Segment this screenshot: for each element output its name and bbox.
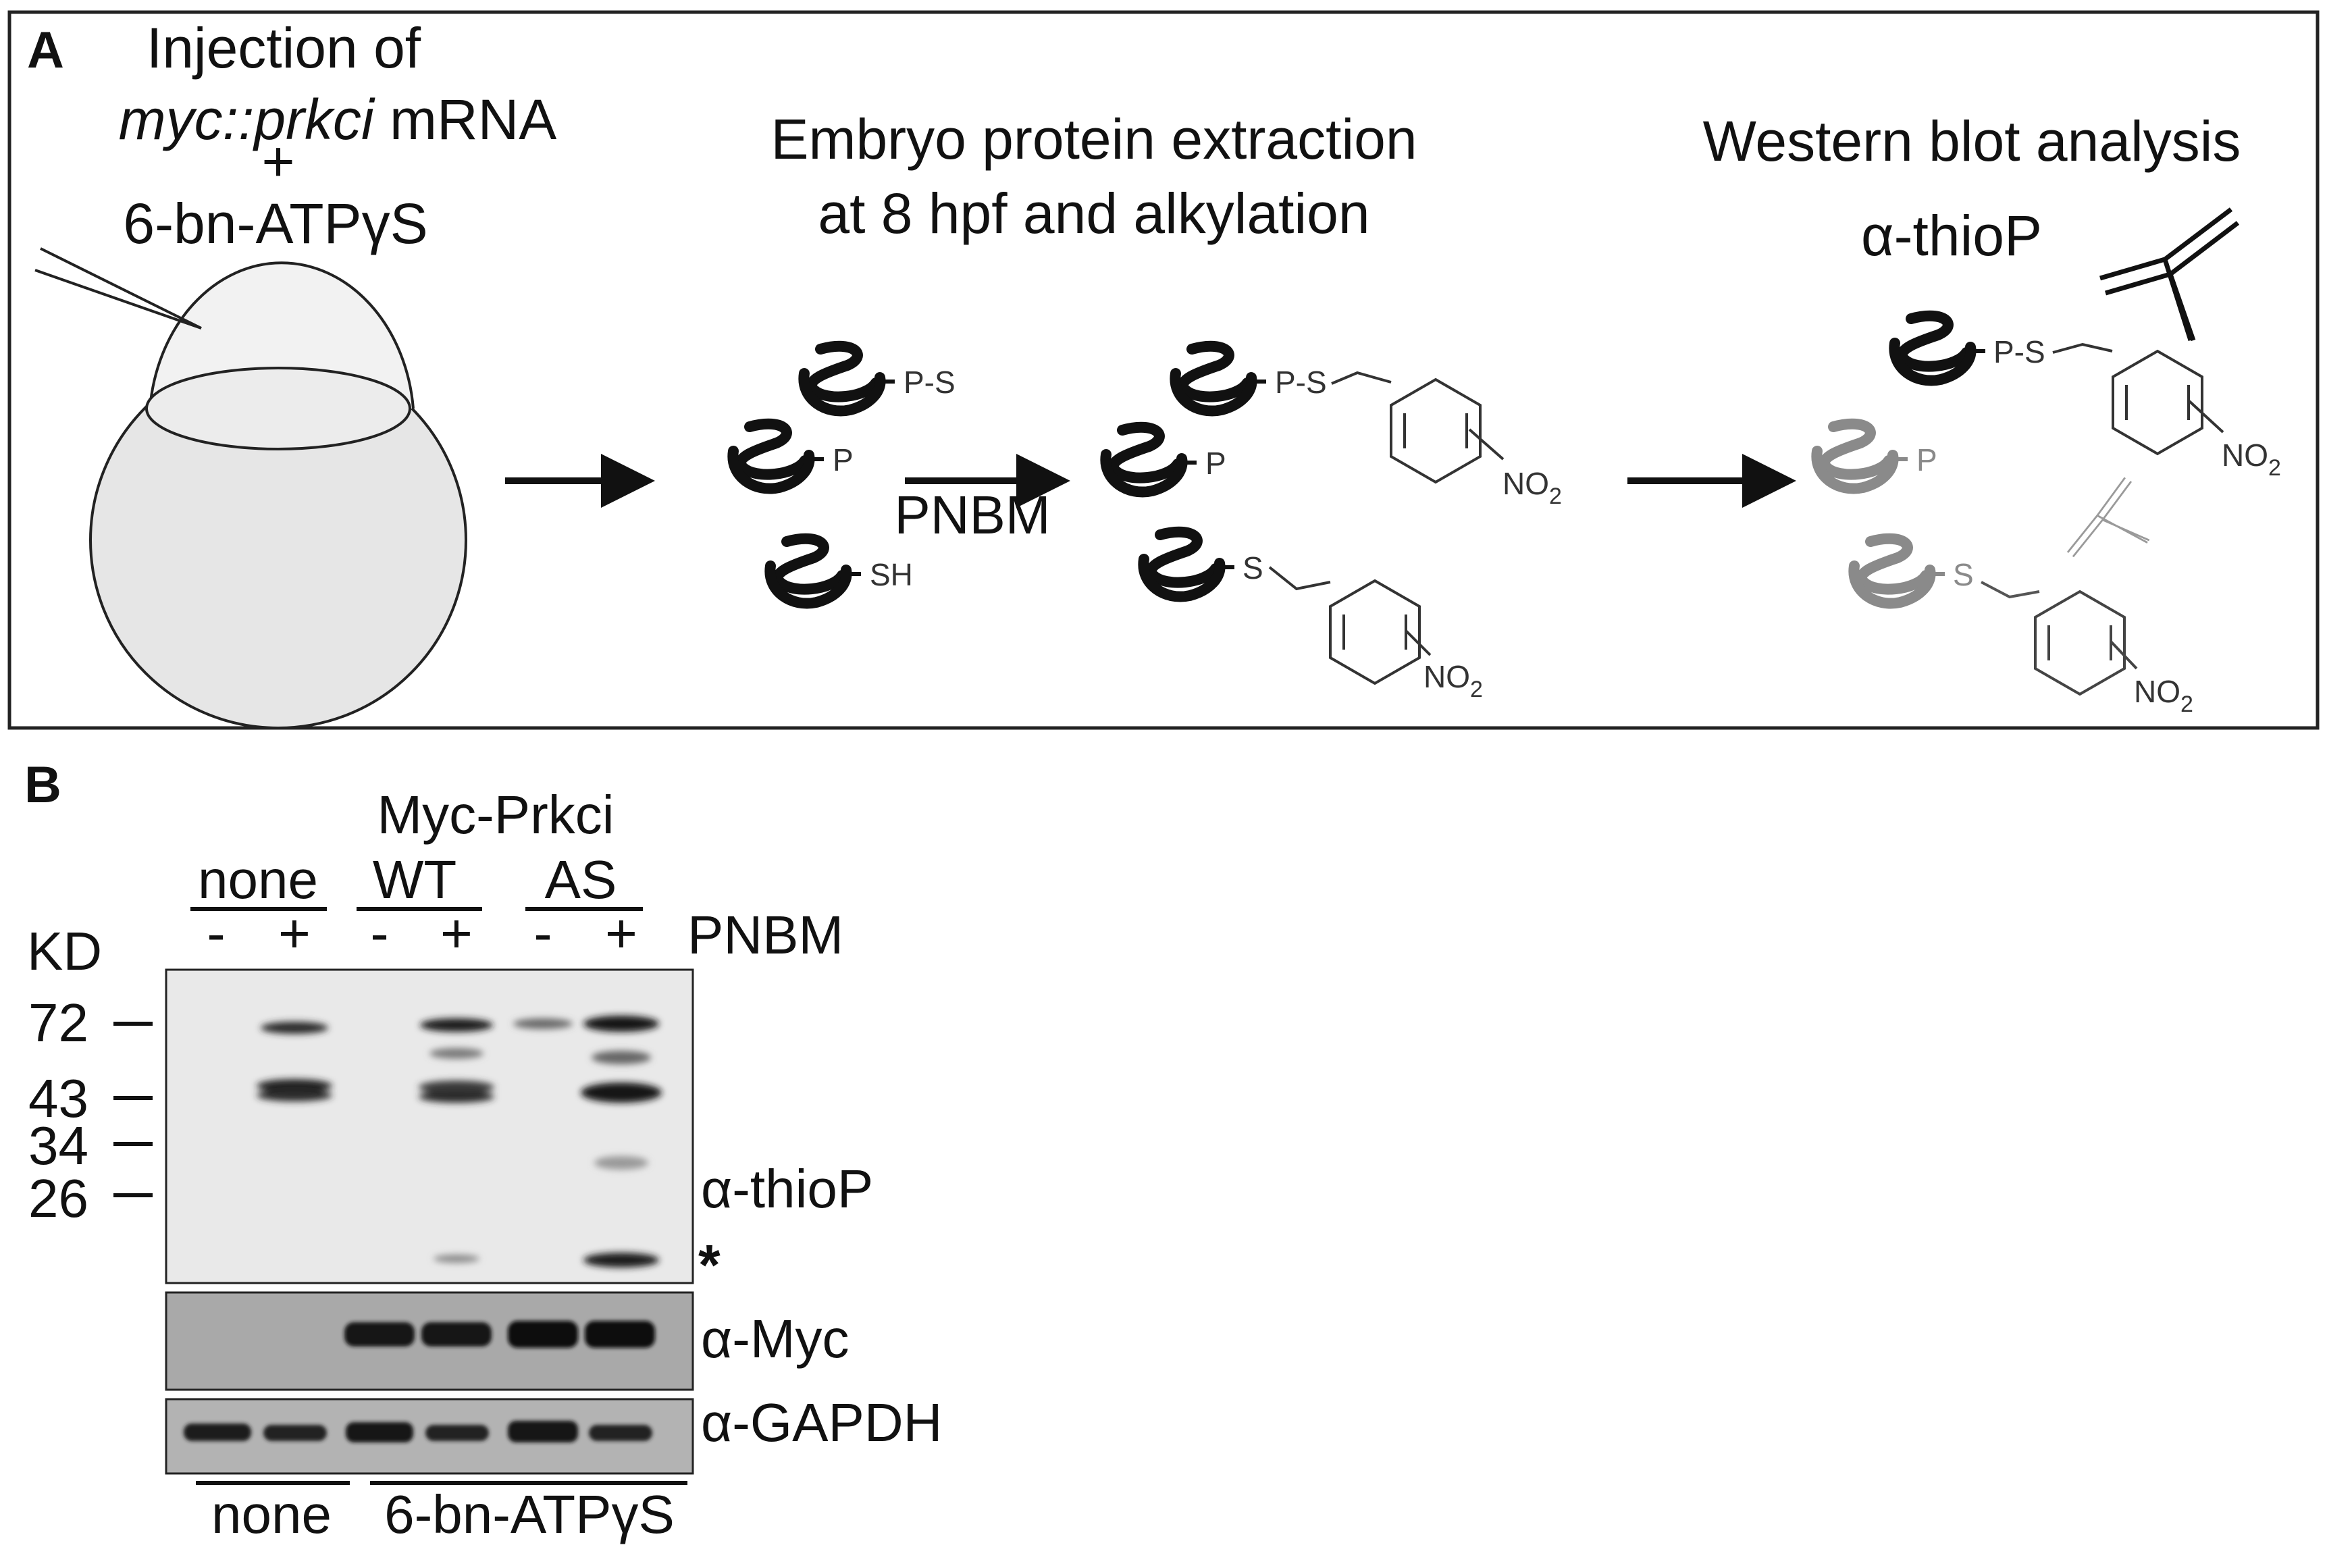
- smear-thiop-lane6: [592, 1051, 651, 1064]
- no2-label-1: NO2: [1502, 466, 1562, 509]
- antibody-unbound-icon: [2066, 477, 2150, 558]
- asterisk-mark: *: [698, 1233, 721, 1297]
- label-sh: SH: [870, 557, 913, 592]
- blot-label-thiop: α-thioP: [701, 1159, 873, 1219]
- band-gapdh-lane5: [508, 1421, 578, 1442]
- protein-phospho: [733, 424, 824, 489]
- label-p-2: P: [1205, 446, 1226, 481]
- band-myc-lane6: [585, 1321, 655, 1348]
- band-myc-lane5: [508, 1321, 578, 1348]
- injection-needle-top: [40, 247, 202, 330]
- lane5-sign: -: [533, 903, 552, 964]
- pnbm-row-label: PNBM: [687, 905, 843, 965]
- lane1-sign: -: [207, 903, 225, 964]
- injection-needle-bottom: [34, 269, 202, 330]
- label-p-3: P: [1916, 442, 1937, 477]
- step1-title-line1: Injection of: [147, 16, 421, 80]
- nitrobenzyl-ring-3: [2112, 350, 2203, 455]
- marker-72: 72: [28, 993, 88, 1053]
- band-gapdh-lane1: [184, 1423, 251, 1441]
- step2-title-line2: at 8 hpf and alkylation: [818, 182, 1369, 245]
- band-thiop-43a-lane2: [257, 1079, 332, 1093]
- step1-gene-name: myc::prkci: [119, 88, 375, 151]
- lane6-sign: +: [605, 903, 637, 964]
- detected-protein: [1894, 316, 1985, 381]
- band-gapdh-lane2: [263, 1425, 327, 1441]
- step2-title-line1: Embryo protein extraction: [770, 107, 1417, 171]
- blot-label-myc: α-Myc: [701, 1309, 849, 1369]
- no2-label-4: NO2: [2134, 674, 2193, 717]
- band-thiop-low-lane6: [583, 1253, 659, 1268]
- label-p-1: P: [833, 442, 854, 477]
- lane3-sign: -: [370, 903, 388, 964]
- kd-label: KD: [27, 921, 102, 981]
- embryo-illustration: [34, 247, 467, 729]
- arrow-pnbm-label: PNBM: [894, 485, 1050, 545]
- nitrobenzyl-ring-1: [1390, 378, 1482, 484]
- group-wt-label: WT: [373, 850, 456, 910]
- lane4-sign: +: [440, 903, 473, 964]
- undetected-thiol-protein: [1854, 539, 1945, 604]
- band-thiop-72-lane5: [513, 1018, 573, 1029]
- alkylated-thiophospho-protein: [1175, 346, 1266, 411]
- band-thiop-43-lane6: [581, 1082, 662, 1103]
- label-s-2: S: [1953, 557, 1974, 592]
- step1-plus: +: [261, 130, 294, 193]
- marker-26: 26: [28, 1168, 88, 1228]
- step1-title-line3: 6-bn-ATPγS: [123, 192, 427, 255]
- lane2-sign: +: [278, 903, 311, 964]
- group-none-label: none: [198, 850, 318, 910]
- marker-43: 43: [28, 1068, 88, 1128]
- marker-34: 34: [28, 1116, 88, 1176]
- linker-1: [1331, 371, 1392, 385]
- embryo-interface: [145, 367, 411, 450]
- label-ps-1: P-S: [904, 365, 956, 400]
- band-myc-lane3: [344, 1322, 415, 1347]
- band-thiop-43b-lane4: [419, 1091, 494, 1103]
- group-as-label: AS: [545, 850, 617, 910]
- alkylated-phospho-protein: [1105, 427, 1197, 492]
- band-gapdh-lane3: [346, 1422, 413, 1442]
- panel-b-label: B: [24, 756, 61, 814]
- step1-title-line2: myc::prkci mRNA: [119, 88, 557, 151]
- no2-label-3: NO2: [2222, 438, 2281, 481]
- label-s-1: S: [1243, 550, 1263, 585]
- protein-thiol: [770, 539, 861, 604]
- band-gapdh-lane4: [425, 1425, 489, 1441]
- panel-a-label: A: [27, 22, 64, 79]
- bottom-atp-label: 6-bn-ATPγS: [384, 1484, 675, 1544]
- bottom-none-label: none: [211, 1484, 332, 1544]
- myc-prkci-label: Myc-Prkci: [377, 785, 614, 845]
- gapdh-bands: [184, 1421, 652, 1442]
- blot-label-gapdh: α-GAPDH: [701, 1392, 942, 1453]
- band-thiop-72-lane4: [420, 1018, 493, 1032]
- band-thiop-72-lane2: [261, 1022, 328, 1034]
- thiop-bands: [257, 1016, 662, 1268]
- label-ps-2: P-S: [1275, 365, 1327, 400]
- band-myc-lane4: [421, 1322, 492, 1347]
- alkylated-thiol-protein: [1143, 532, 1234, 597]
- band-thiop-43a-lane4: [419, 1080, 494, 1094]
- band-thiop-43b-lane2: [257, 1089, 332, 1101]
- panel-a-frame: [7, 10, 2320, 730]
- undetected-phospho-protein: [1816, 424, 1908, 489]
- no2-label-2: NO2: [1423, 659, 1483, 702]
- smear-thiop-lane4: [429, 1048, 483, 1059]
- step1-mrna: mRNA: [374, 88, 557, 151]
- label-ps-3: P-S: [1993, 334, 2045, 369]
- step3-antibody-label: α-thioP: [1861, 204, 2042, 267]
- band-thiop-low-lane4: [434, 1255, 479, 1263]
- smear-thiop-mid-lane6: [594, 1156, 648, 1170]
- myc-bands: [344, 1321, 655, 1348]
- protein-thiophospho: [804, 346, 895, 411]
- band-thiop-72-lane6: [583, 1016, 659, 1032]
- antibody-bound-icon: [2100, 209, 2238, 340]
- step3-title: Western blot analysis: [1703, 109, 2241, 173]
- band-gapdh-lane6: [589, 1425, 652, 1441]
